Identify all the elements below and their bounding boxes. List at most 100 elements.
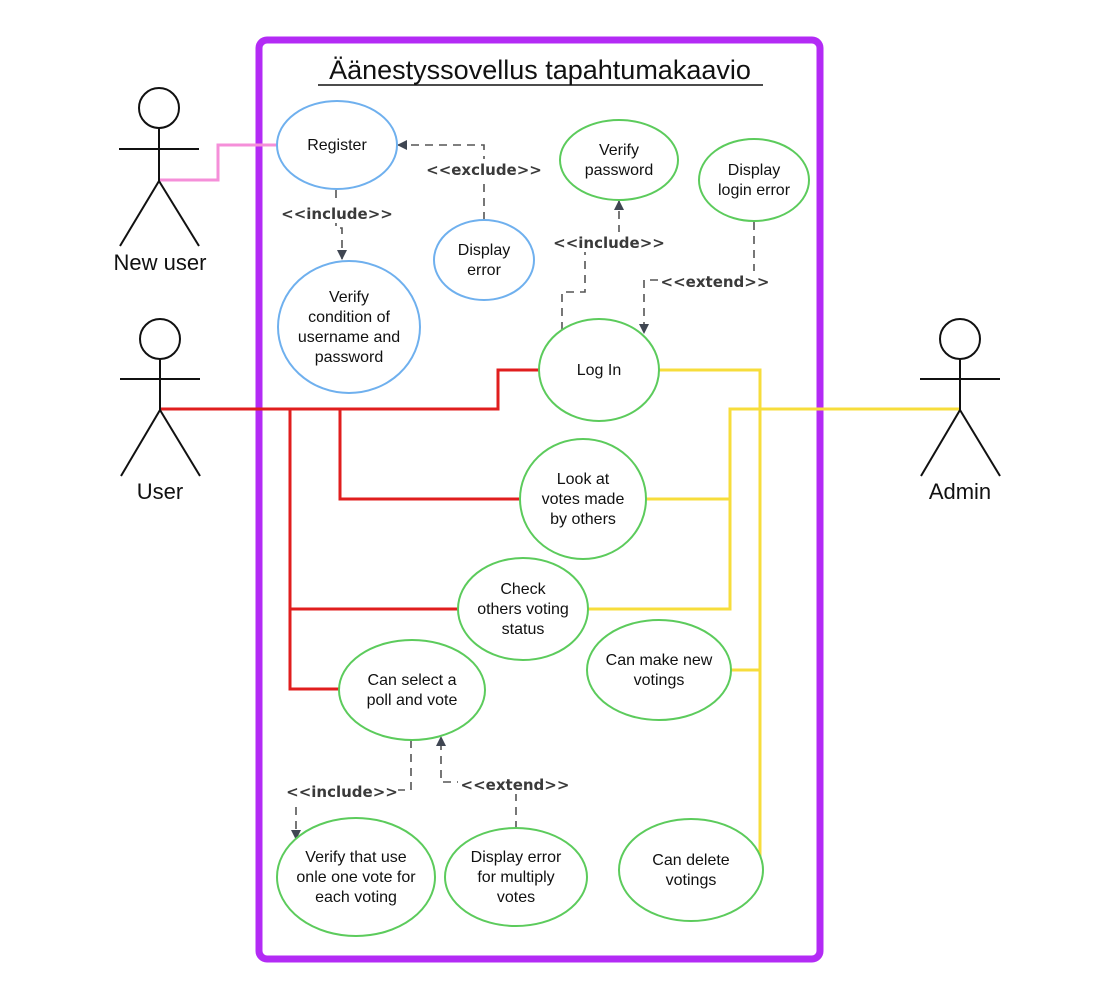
use-case-ellipse	[433, 219, 535, 301]
use-case-label-line: condition of	[308, 309, 390, 326]
use-case-label-line: onle one vote for	[296, 869, 416, 886]
use-case-label-line: password	[585, 162, 653, 179]
use-case-verify-condition[interactable]: Verify condition of username and password	[277, 260, 421, 394]
use-case-ellipse	[559, 119, 679, 201]
diagram-title: Äänestyssovellus tapahtumakaavio	[329, 55, 751, 85]
use-case-label-line: Verify	[329, 289, 369, 306]
use-case-label-line: Can select a	[368, 672, 457, 689]
user-associations	[160, 368, 539, 691]
use-case-make-votings[interactable]: Can make new votings	[586, 619, 732, 721]
dependency-include-login	[561, 200, 624, 330]
actor-admin[interactable]	[920, 318, 1001, 477]
use-case-display-login-error[interactable]: Display login error	[698, 138, 810, 222]
use-case-label-line: Display	[458, 242, 510, 259]
use-case-label: Display error for multiply votes	[471, 849, 562, 906]
use-case-label-line: votings	[666, 872, 717, 889]
use-case-label-line: by others	[550, 511, 616, 528]
label-extend-vote: <<extend>>	[461, 776, 570, 794]
use-case-ellipse	[698, 138, 810, 222]
use-case-label: Log In	[577, 362, 621, 379]
association-user-check-status	[160, 407, 458, 611]
use-case-label: Verify condition of username and password	[298, 289, 400, 366]
use-case-ellipse	[444, 827, 588, 927]
use-case-label: Check others voting status	[477, 581, 569, 638]
use-case-label: Display login error	[718, 162, 791, 199]
use-case-ellipse	[276, 817, 436, 937]
label-include-login: <<include>>	[553, 234, 665, 252]
use-case-label-line: votings	[634, 672, 685, 689]
system-boundary	[255, 36, 824, 963]
association-new-user-register	[160, 143, 277, 182]
dependency-exclude-register	[397, 140, 485, 220]
use-case-label-line: Check	[500, 581, 546, 598]
association-user-look-votes	[160, 407, 519, 501]
use-case-label-line: votes	[497, 889, 535, 906]
use-case-delete-votings[interactable]: Can delete votings	[618, 818, 764, 922]
new-user-associations	[160, 143, 277, 182]
actor-new-user[interactable]	[119, 87, 200, 247]
label-exclude-register: <<exclude>>	[426, 161, 542, 179]
actor-head	[139, 318, 181, 360]
use-case-ellipse	[277, 260, 421, 394]
use-case-label-line: votes made	[542, 491, 625, 508]
use-case-register[interactable]: Register	[276, 100, 398, 190]
use-case-label-line: others voting	[477, 601, 569, 618]
use-case-label-line: error	[467, 262, 501, 279]
use-case-label: Display error	[458, 242, 510, 279]
actor-label-admin: Admin	[929, 479, 991, 504]
actor-label-new-user: New user	[114, 250, 207, 275]
dependency-include-vote	[291, 740, 412, 840]
use-case-select-poll[interactable]: Can select a poll and vote	[338, 639, 486, 741]
use-case-ellipse	[538, 318, 660, 422]
use-case-label-line: Register	[307, 137, 367, 154]
actor-label-user: User	[137, 479, 183, 504]
use-case-label-line: Can make new	[606, 652, 713, 669]
use-case-label-line: Verify	[599, 142, 639, 159]
use-case-label-line: status	[502, 621, 545, 638]
use-case-label-line: Display	[728, 162, 780, 179]
use-case-label: Verify password	[585, 142, 653, 179]
dependency-include-register	[335, 190, 347, 260]
use-case-ellipse	[338, 639, 486, 741]
use-case-label-line: Can delete	[652, 852, 729, 869]
use-case-label-line: Display error	[471, 849, 562, 866]
use-case-label-line: Verify that use	[305, 849, 406, 866]
label-include-register: <<include>>	[281, 205, 393, 223]
use-case-log-in[interactable]: Log In	[538, 318, 660, 422]
use-case-label-line: poll and vote	[367, 692, 458, 709]
use-case-label-line: for multiply	[477, 869, 554, 886]
use-case-label-line: login error	[718, 182, 791, 199]
use-case-label: Look at votes made by others	[542, 471, 625, 528]
label-extend-login: <<extend>>	[661, 273, 770, 291]
use-case-ellipse	[457, 557, 589, 661]
use-case-ellipse	[586, 619, 732, 721]
actor-head	[138, 87, 180, 129]
use-case-verify-one-vote[interactable]: Verify that use onle one vote for each vot…	[276, 817, 436, 937]
use-case-label-line: each voting	[315, 889, 397, 906]
actor-head	[939, 318, 981, 360]
actor-user[interactable]	[120, 318, 201, 477]
use-case-display-error-multiple[interactable]: Display error for multiply votes	[444, 827, 588, 927]
stereotype-labels: <<exclude>> <<include>> <<include>> <<ex…	[281, 159, 772, 801]
use-case-label: Register	[307, 137, 367, 154]
association-user-select-poll	[288, 609, 339, 691]
use-case-label: Can select a poll and vote	[367, 672, 458, 709]
association-admin-main	[588, 407, 960, 611]
use-case-verify-password[interactable]: Verify password	[559, 119, 679, 201]
use-case-label: Can make new votings	[606, 652, 713, 689]
use-case-label: Can delete votings	[652, 852, 729, 889]
use-case-ellipse	[618, 818, 764, 922]
use-case-label-line: username and	[298, 329, 400, 346]
use-case-label-line: password	[315, 349, 383, 366]
use-case-label: Verify that use onle one vote for each vot…	[296, 849, 416, 906]
use-case-ellipse	[519, 438, 647, 560]
use-case-check-status[interactable]: Check others voting status	[457, 557, 589, 661]
use-case-ellipse	[276, 100, 398, 190]
use-case-look-at-votes[interactable]: Look at votes made by others	[519, 438, 647, 560]
use-case-display-error[interactable]: Display error	[433, 219, 535, 301]
use-case-label-line: Look at	[557, 471, 610, 488]
label-include-vote: <<include>>	[286, 783, 398, 801]
use-case-label-line: Log In	[577, 362, 621, 379]
